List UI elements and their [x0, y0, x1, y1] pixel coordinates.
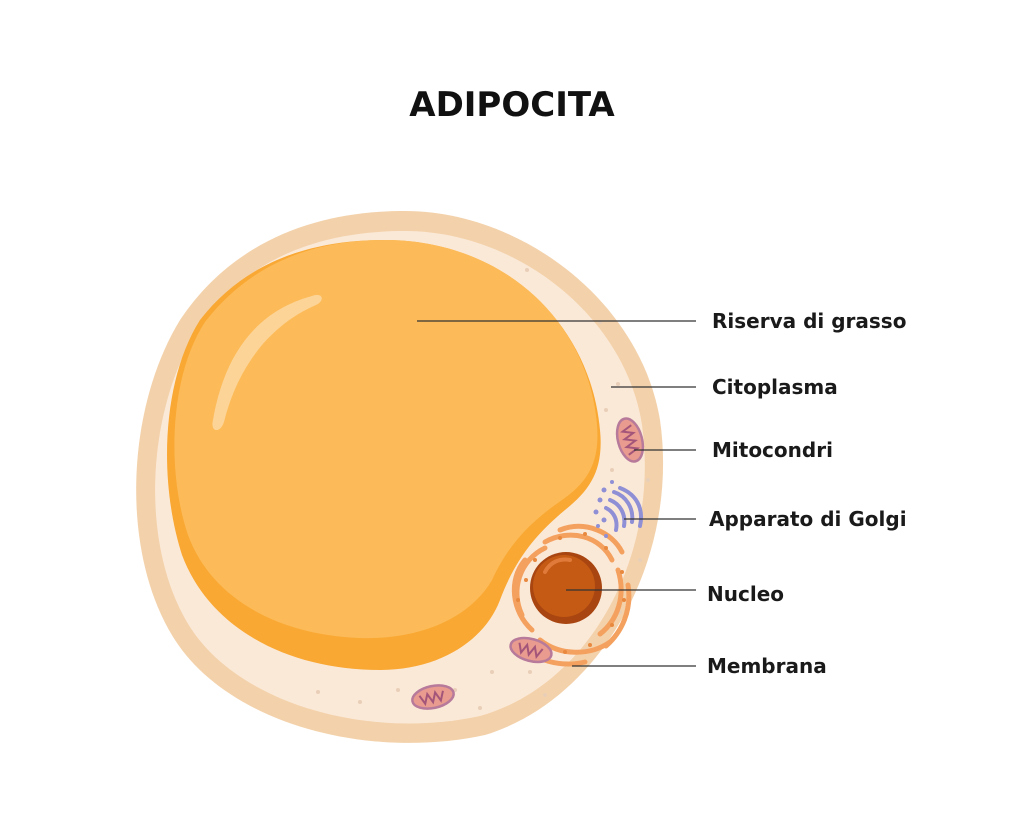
label-mitochondria: Mitocondri: [712, 438, 833, 462]
nucleus-shine: [543, 557, 572, 574]
cell: [136, 211, 664, 743]
page-title: ADIPOCITA: [409, 85, 615, 125]
label-membrane: Membrana: [707, 654, 827, 678]
mitochondrion-3: [411, 684, 455, 710]
labels: Riserva di grasso Citoplasma Mitocondri …: [707, 309, 907, 678]
mitochondrion-2: [509, 636, 553, 664]
nucleus-inner: [533, 555, 595, 617]
fat-reserve-shine: [212, 294, 322, 431]
label-fat-reserve: Riserva di grasso: [712, 309, 906, 333]
fat-reserve-highlight-layer: [174, 240, 598, 639]
label-cytoplasm: Citoplasma: [712, 375, 838, 399]
label-golgi: Apparato di Golgi: [709, 507, 907, 531]
label-nucleus: Nucleo: [707, 582, 784, 606]
golgi-vesicles: [593, 480, 614, 538]
mitochondrion-1: [615, 417, 645, 463]
leader-lines: [417, 320, 696, 667]
